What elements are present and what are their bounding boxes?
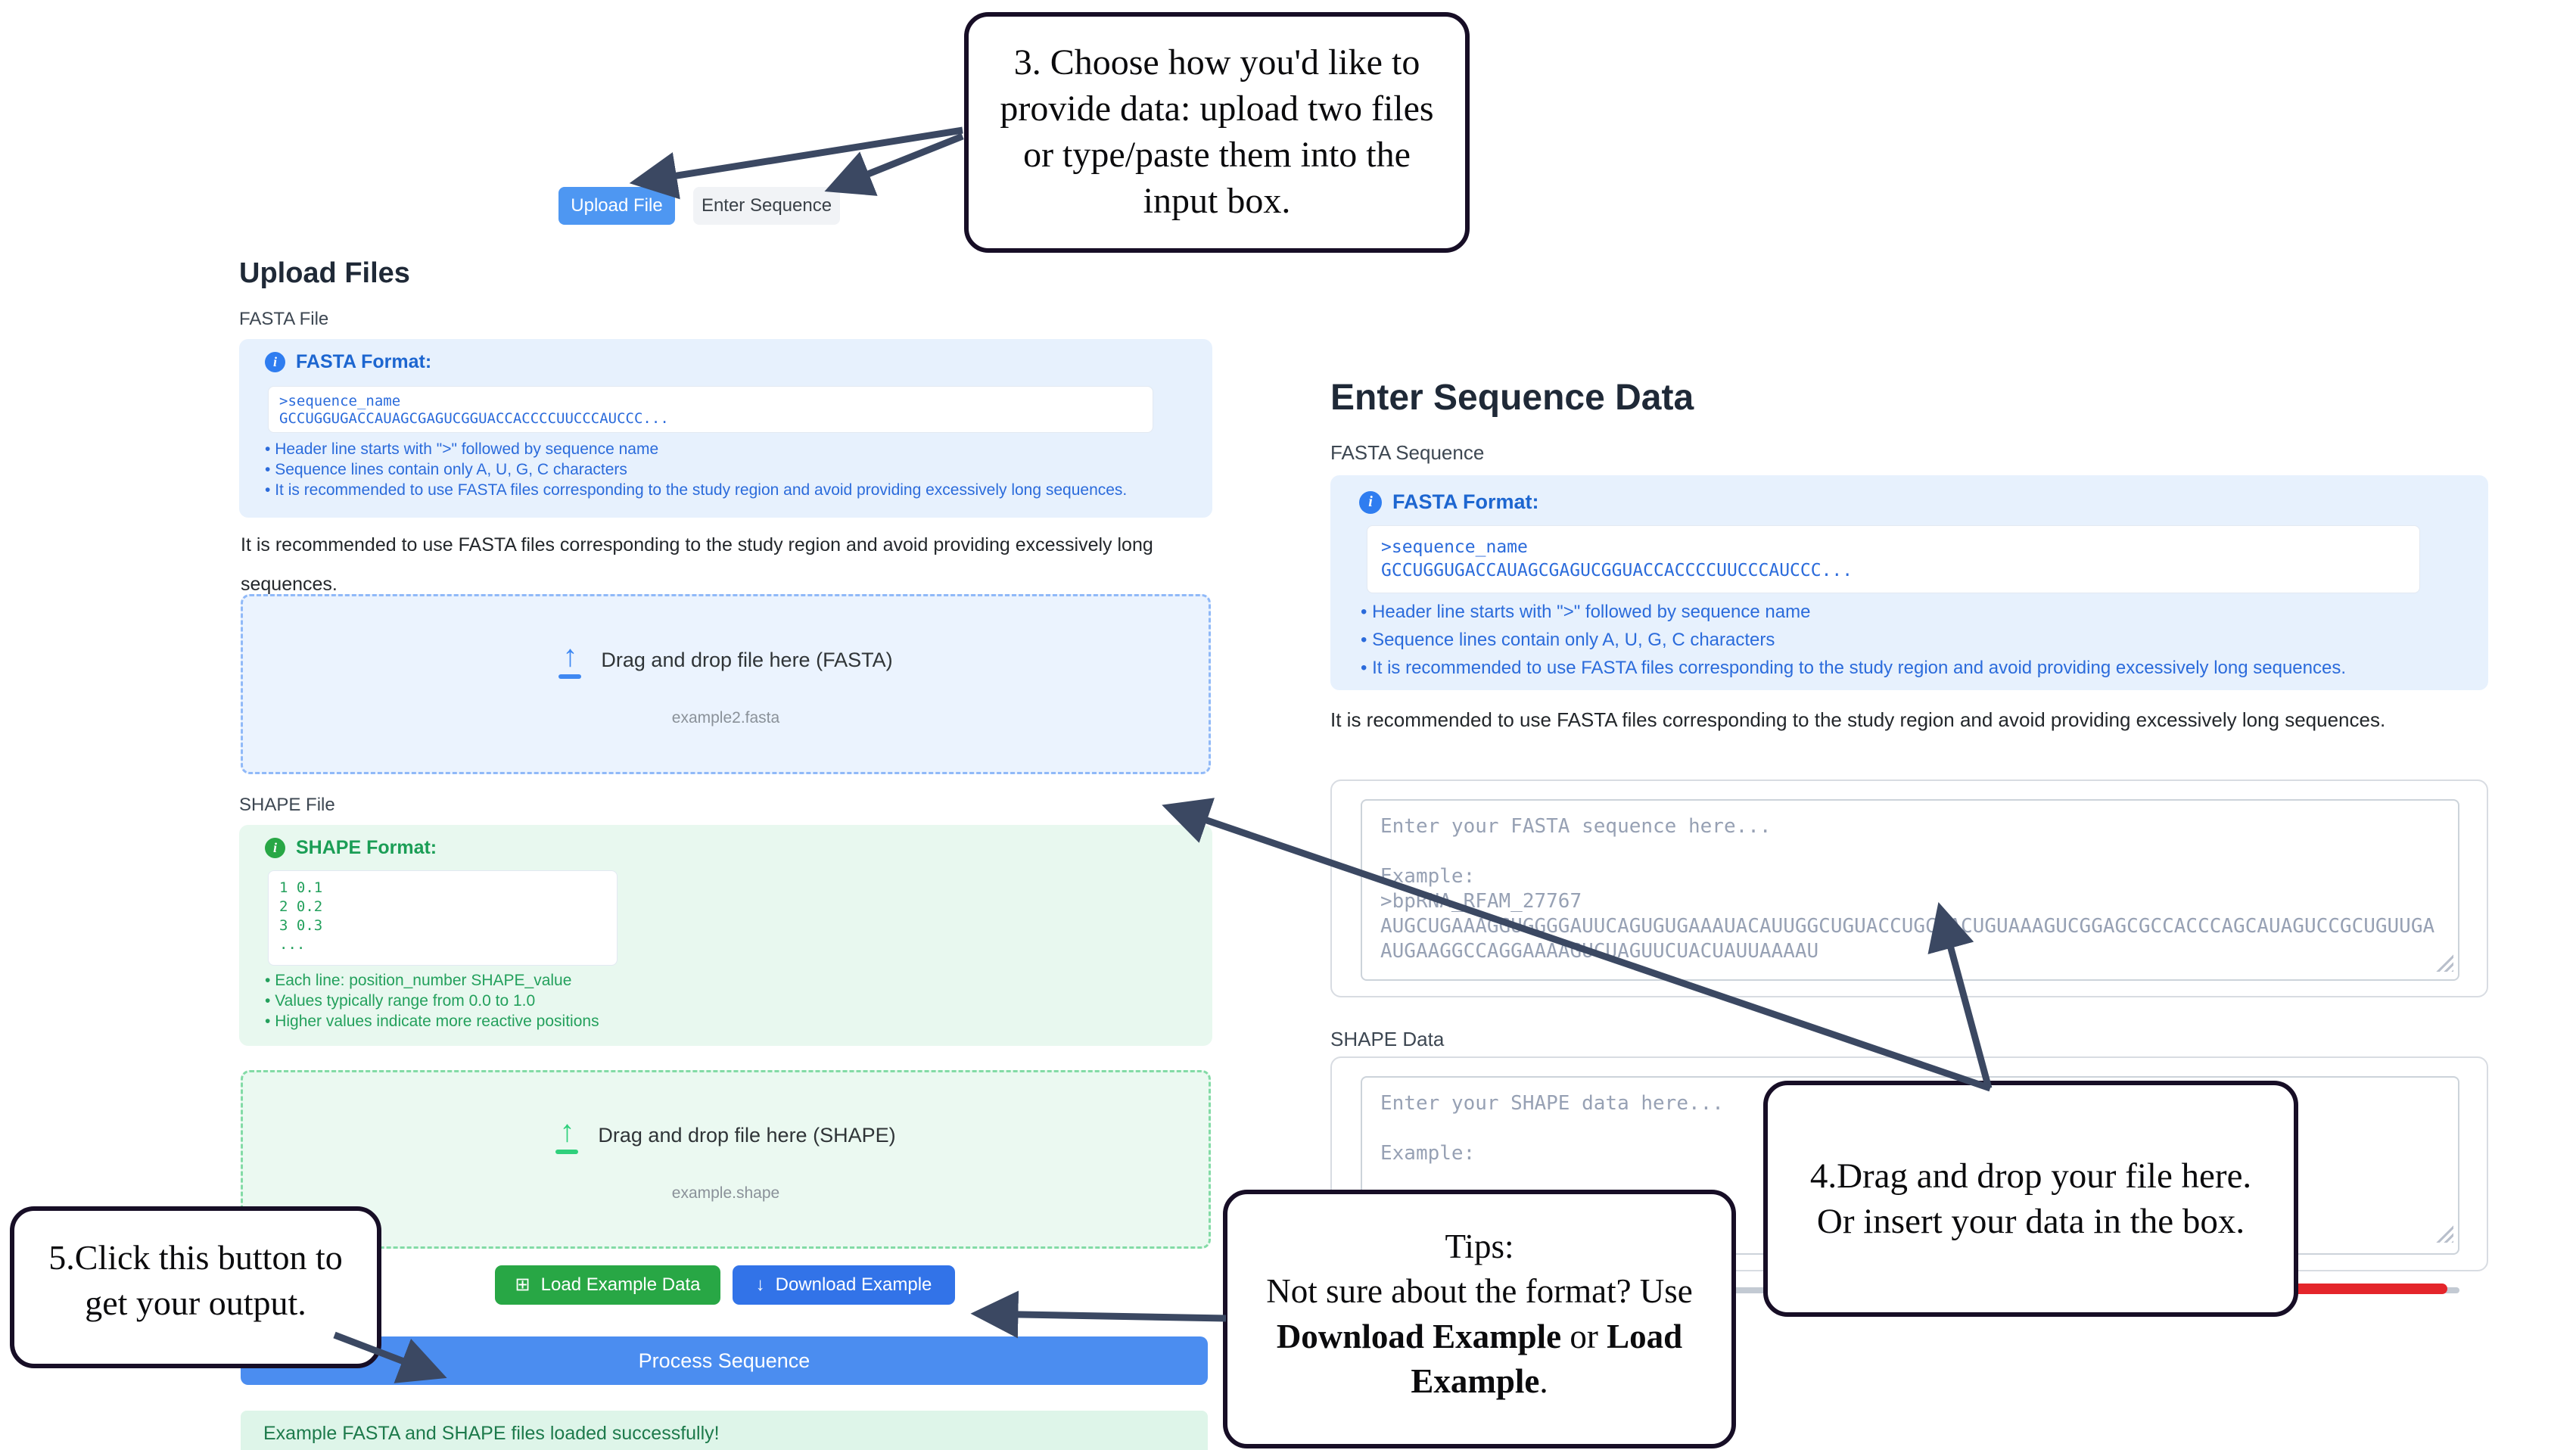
- load-example-data-label: Load Example Data: [540, 1274, 701, 1295]
- shape-format-info-box: i SHAPE Format: 1 0.1 2 0.2 3 0.3 ... Ea…: [239, 825, 1212, 1046]
- info-icon: i: [265, 838, 285, 858]
- shape-dropzone[interactable]: ↑ Drag and drop file here (SHAPE) exampl…: [241, 1070, 1211, 1249]
- upload-arrow-icon: ↑: [558, 641, 582, 679]
- shape-file-label: SHAPE File: [239, 795, 335, 815]
- red-underline-mark: [2287, 1284, 2447, 1294]
- process-sequence-button[interactable]: Process Sequence: [241, 1336, 1208, 1385]
- tab-upload-file[interactable]: Upload File: [558, 187, 675, 225]
- tips-title: Tips:: [1445, 1228, 1514, 1265]
- shape-data-label: SHAPE Data: [1330, 1028, 1445, 1050]
- tab-enter-sequence-label: Enter Sequence: [701, 195, 832, 216]
- fasta-format-code: >sequence_name GCCUGGUGACCAUAGCGAGUCGGUA…: [268, 386, 1153, 433]
- fasta-format-bullets: Header line starts with ">" followed by …: [265, 439, 1127, 500]
- fasta-sequence-textarea[interactable]: Enter your FASTA sequence here... Exampl…: [1361, 799, 2459, 981]
- fasta-sequence-label: FASTA Sequence: [1330, 441, 1485, 464]
- fasta-dropzone-label: Drag and drop file here (FASTA): [601, 648, 893, 671]
- tab-enter-sequence[interactable]: Enter Sequence: [693, 187, 840, 225]
- shape-format-bullets: Each line: position_number SHAPE_value V…: [265, 970, 599, 1031]
- fasta-recommendation-note: It is recommended to use FASTA files cor…: [241, 534, 1153, 595]
- download-icon: ↓: [755, 1274, 765, 1295]
- download-example-button[interactable]: ↓ Download Example: [733, 1265, 955, 1305]
- arrow-to-download-example-button: [970, 1290, 1227, 1339]
- status-message: Example FASTA and SHAPE files loaded suc…: [241, 1411, 1208, 1450]
- callout-step-4: 4.Drag and drop your file here. Or inser…: [1763, 1081, 2298, 1317]
- tab-upload-file-label: Upload File: [571, 195, 663, 216]
- download-example-label: Download Example: [775, 1274, 932, 1295]
- fasta-input-card: Enter your FASTA sequence here... Exampl…: [1330, 779, 2488, 997]
- upload-files-heading: Upload Files: [239, 257, 410, 289]
- upload-arrow-icon: ↑: [555, 1116, 579, 1154]
- fasta-dropzone-filename: example2.fasta: [671, 709, 780, 727]
- shape-dropzone-label: Drag and drop file here (SHAPE): [598, 1123, 896, 1147]
- fasta-format-bullets: Header line starts with ">" followed by …: [1361, 598, 2346, 682]
- load-example-data-button[interactable]: ⊞ Load Example Data: [495, 1265, 720, 1305]
- shape-dropzone-filename: example.shape: [671, 1184, 780, 1202]
- arrow-to-upload-file-tab: [629, 126, 963, 200]
- info-icon: i: [1359, 490, 1382, 514]
- tips-body: Not sure about the format? Use Download …: [1266, 1272, 1693, 1401]
- shape-format-title: SHAPE Format:: [296, 837, 437, 858]
- fasta-format-title: FASTA Format:: [1392, 490, 1539, 513]
- shape-format-code: 1 0.1 2 0.2 3 0.3 ...: [268, 870, 618, 966]
- info-icon: i: [265, 352, 285, 372]
- enter-sequence-data-heading: Enter Sequence Data: [1330, 378, 1694, 418]
- grid-icon: ⊞: [515, 1274, 530, 1295]
- process-sequence-label: Process Sequence: [638, 1349, 810, 1372]
- arrow-to-enter-sequence-tab: [824, 132, 964, 196]
- fasta-format-info-box: i FASTA Format: >sequence_name GCCUGGUGA…: [239, 339, 1212, 518]
- fasta-format-code: >sequence_name GCCUGGUGACCAUAGCGAGUCGGUA…: [1367, 525, 2420, 593]
- fasta-recommendation-note: It is recommended to use FASTA files cor…: [1330, 708, 2386, 731]
- callout-tips: Tips: Not sure about the format? Use Dow…: [1223, 1190, 1736, 1448]
- callout-step-3: 3. Choose how you'd like to provide data…: [964, 12, 1470, 253]
- fasta-format-title: FASTA Format:: [296, 351, 432, 372]
- callout-step-5: 5.Click this button to get your output.: [10, 1206, 381, 1368]
- fasta-file-label: FASTA File: [239, 309, 329, 329]
- fasta-dropzone[interactable]: ↑ Drag and drop file here (FASTA) exampl…: [241, 594, 1211, 774]
- fasta-format-info-box: i FASTA Format: >sequence_name GCCUGGUGA…: [1330, 475, 2488, 690]
